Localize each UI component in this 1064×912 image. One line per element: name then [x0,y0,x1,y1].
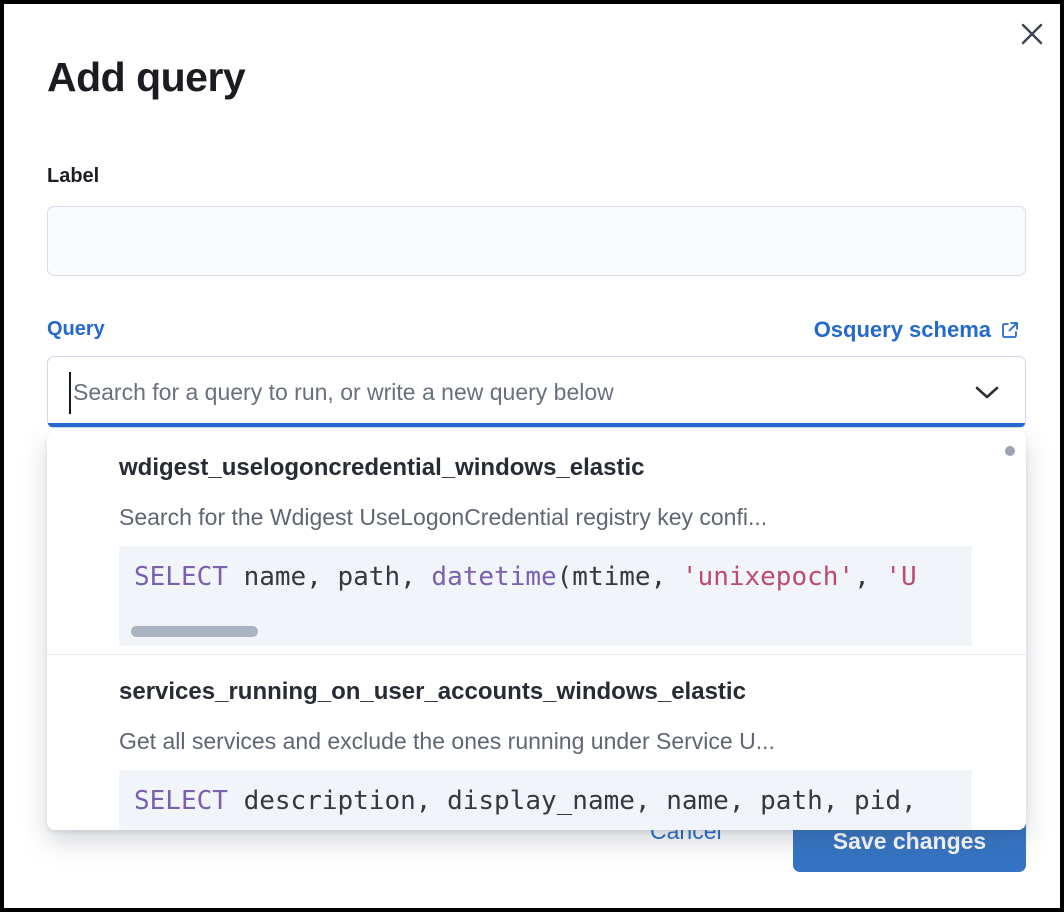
query-suggestions-list: wdigest_uselogoncredential_windows_elast… [47,431,1026,830]
sql-code-line: SELECT name, path, datetime(mtime, 'unix… [134,562,917,592]
query-suggestion-item[interactable]: wdigest_uselogoncredential_windows_elast… [47,431,1026,654]
query-search-combobox[interactable]: Search for a query to run, or write a ne… [47,356,1026,428]
query-suggestion-sql-snippet: SELECT name, path, datetime(mtime, 'unix… [119,546,972,646]
close-icon[interactable] [1016,18,1048,50]
external-link-icon [1002,322,1018,338]
label-field-label: Label [47,165,100,187]
query-search-placeholder: Search for a query to run, or write a ne… [73,379,614,405]
query-suggestion-title: wdigest_uselogoncredential_windows_elast… [119,454,645,481]
chevron-down-glyph [975,386,999,399]
osquery-schema-link[interactable]: Osquery schema [814,317,1020,343]
query-suggestion-title: services_running_on_user_accounts_window… [119,678,746,705]
query-field-label: Query [47,318,105,340]
input-caret [69,372,71,414]
query-suggestion-description: Get all services and exclude the ones ru… [119,728,775,754]
page-title: Add query [47,54,246,100]
query-suggestion-sql-snippet: SELECT description, display_name, name, … [119,770,972,830]
horizontal-scrollbar-thumb[interactable] [131,626,258,637]
vertical-scrollbar-thumb[interactable] [1005,446,1015,456]
query-suggestions-dropdown[interactable]: wdigest_uselogoncredential_windows_elast… [47,431,1026,830]
sql-code-line: SELECT description, display_name, name, … [134,786,917,816]
osquery-schema-link-label: Osquery schema [813,317,991,342]
query-suggestion-description: Search for the Wdigest UseLogonCredentia… [119,504,768,530]
chevron-down-icon[interactable] [973,384,1001,407]
query-suggestion-item[interactable]: services_running_on_user_accounts_window… [47,654,1026,830]
label-input[interactable] [47,206,1026,276]
close-icon-glyph [1021,23,1043,45]
